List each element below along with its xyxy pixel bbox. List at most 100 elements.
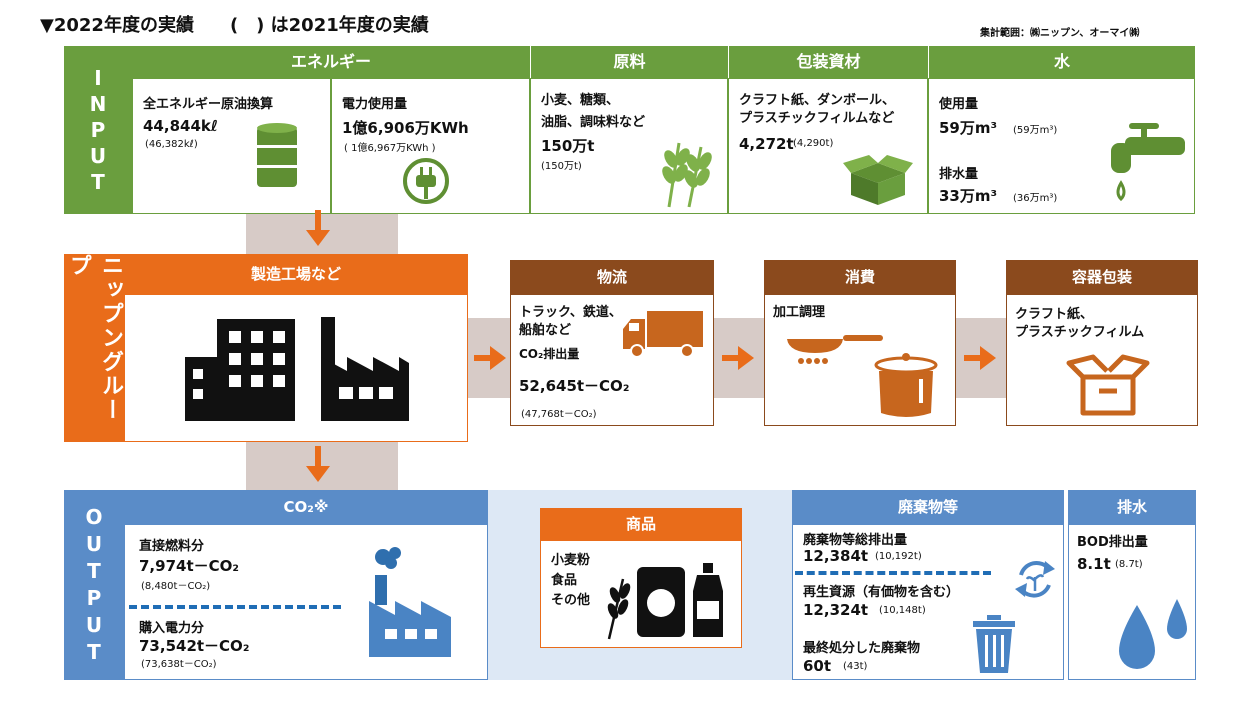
crude-value: 44,844kℓ [143, 117, 218, 135]
crude-prev: (46,382kℓ) [145, 139, 198, 150]
drain-value: 8.1t [1077, 555, 1111, 573]
waste-cell: 廃棄物等総排出量 12,384t (10,192t) 再生資源（有価物を含む） … [792, 524, 1064, 680]
arrow-down-icon-1 [306, 210, 330, 246]
waste-total-prev: (10,192t) [875, 551, 922, 562]
power-plug-icon [403, 158, 449, 204]
container-cell: クラフト紙、 プラスチックフィルム [1006, 294, 1198, 426]
raw-line1: 小麦、糖類、 [541, 93, 620, 108]
factory-cell [124, 294, 468, 442]
co2-direct-value: 7,974t－CO₂ [139, 557, 239, 575]
raw-cell: 小麦、糖類、 油脂、調味料など 150万t (150万t) [530, 78, 728, 214]
smoking-factory-icon [369, 547, 451, 657]
packaging-prev: (4,290t) [793, 138, 834, 149]
raw-prev: (150万t) [541, 161, 582, 172]
factory-header: 製造工場など [124, 254, 468, 294]
packaging-line2: プラスチックフィルムなど [739, 111, 895, 126]
co2-power-value: 73,542t－CO₂ [139, 637, 250, 655]
waste-final-prev: (43t) [843, 661, 868, 672]
waste-divider [795, 571, 991, 575]
product-line3: その他 [551, 593, 591, 608]
drain-prev: (8.7t) [1115, 559, 1143, 570]
factory-icon [321, 317, 409, 421]
water-cell: 使用量 59万m³ (59万m³) 排水量 33万m³ (36万m³) [928, 78, 1195, 214]
packaging-cell: クラフト紙、ダンボール、 プラスチックフィルムなど 4,272t (4,290t… [728, 78, 928, 214]
co2-direct-label: 直接燃料分 [139, 539, 205, 554]
faucet-icon [1111, 123, 1185, 202]
arrow-right-icon-1 [474, 346, 506, 370]
energy-crude-cell: 全エネルギー原油換算 44,844kℓ (46,382kℓ) [132, 78, 331, 214]
water-use-value: 59万m³ [939, 119, 998, 137]
waste-recycle-label: 再生資源（有価物を含む） [803, 585, 960, 600]
water-drain-prev: (36万m³) [1013, 193, 1058, 204]
packaging-value: 4,272t [739, 135, 794, 153]
open-box-icon [1066, 354, 1150, 416]
co2-power-prev: (73,638t－CO₂) [141, 659, 217, 670]
arrow-right-icon-2 [722, 346, 754, 370]
logistics-value: 52,645t－CO₂ [519, 377, 630, 395]
co2-cell: 直接燃料分 7,974t－CO₂ (8,480t－CO₂) 購入電力分 73,5… [124, 524, 488, 680]
logistics-header: 物流 [510, 260, 714, 294]
product-header: 商品 [540, 508, 742, 540]
logistics-prev: (47,768t－CO₂) [521, 409, 597, 420]
truck-icon [623, 311, 703, 358]
crude-label: 全エネルギー原油換算 [143, 97, 274, 112]
water-use-prev: (59万m³) [1013, 125, 1058, 136]
waste-header: 廃棄物等 [792, 490, 1064, 524]
packaging-line1: クラフト紙、ダンボール、 [739, 93, 896, 108]
drain-label: BOD排出量 [1077, 535, 1148, 550]
office-building-icon [185, 319, 295, 421]
waste-recycle-prev: (10,148t) [879, 605, 926, 616]
co2-header: CO₂※ [124, 490, 488, 524]
product-line2: 食品 [551, 573, 578, 588]
product-line1: 小麦粉 [551, 553, 591, 568]
pot-icon [874, 353, 938, 417]
water-drops-icon [1119, 599, 1187, 669]
raw-line2: 油脂、調味料など [541, 115, 646, 130]
water-header: 水 [928, 46, 1195, 78]
scope-note: 集計範囲：㈱ニップン、オーマイ㈱ [980, 28, 1140, 39]
raw-header: 原料 [530, 46, 728, 78]
consume-cell: 加工調理 [764, 294, 956, 426]
drain-cell: BOD排出量 8.1t (8.7t) [1068, 524, 1196, 680]
co2-direct-prev: (8,480t－CO₂) [141, 581, 211, 592]
co2-power-label: 購入電力分 [139, 621, 205, 636]
waste-recycle-value: 12,324t [803, 601, 869, 619]
energy-power-cell: 電力使用量 1億6,906万KWh ( 1億6,967万KWh ) [331, 78, 530, 214]
waste-final-value: 60t [803, 657, 832, 675]
nippn-side-label: ニップングループ [64, 254, 124, 442]
arrow-right-icon-3 [964, 346, 996, 370]
page-title: ▼2022年度の実績 ( ) は2021年度の実績 [40, 15, 429, 36]
consume-text: 加工調理 [773, 305, 826, 320]
waste-total-label: 廃棄物等総排出量 [803, 533, 908, 548]
power-value: 1億6,906万KWh [342, 119, 469, 137]
water-use-label: 使用量 [939, 97, 979, 112]
frying-pan-icon [787, 335, 883, 364]
product-cell: 小麦粉 食品 その他 [540, 540, 742, 648]
water-drain-value: 33万m³ [939, 187, 998, 205]
cardboard-box-icon [843, 155, 913, 205]
waste-final-label: 最終処分した廃棄物 [803, 641, 921, 656]
packaging-header: 包装資材 [728, 46, 928, 78]
container-line2: プラスチックフィルム [1015, 325, 1145, 340]
logistics-line1: トラック、鉄道、 [519, 305, 622, 320]
food-products-icon [607, 563, 723, 640]
water-drain-label: 排水量 [939, 167, 979, 182]
container-header: 容器包装 [1006, 260, 1198, 294]
logistics-cell: トラック、鉄道、 船舶など CO₂排出量 52,645t－CO₂ (47,768… [510, 294, 714, 426]
oil-drum-icon [257, 123, 297, 187]
consume-header: 消費 [764, 260, 956, 294]
arrow-down-icon-2 [306, 446, 330, 482]
co2-divider [129, 605, 341, 609]
drain-header: 排水 [1068, 490, 1196, 524]
trash-can-icon [973, 615, 1015, 673]
energy-header: エネルギー [132, 46, 530, 78]
raw-value: 150万t [541, 137, 595, 155]
recycle-icon [1015, 561, 1055, 598]
waste-total-value: 12,384t [803, 547, 869, 565]
power-prev: ( 1億6,967万KWh ) [344, 143, 436, 154]
logistics-line2: 船舶など [519, 323, 572, 338]
wheat-icon [662, 142, 712, 208]
container-line1: クラフト紙、 [1015, 307, 1094, 322]
